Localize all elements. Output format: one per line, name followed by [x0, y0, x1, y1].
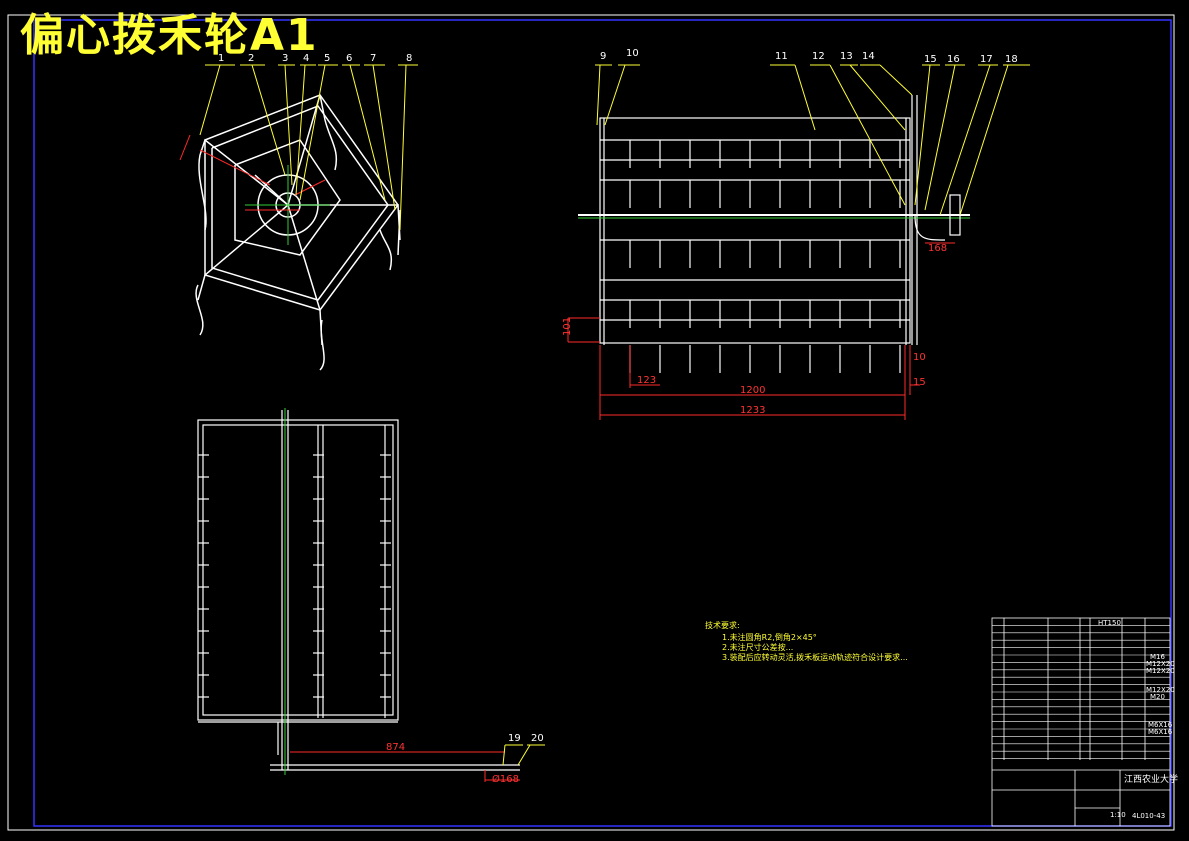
- dim-168: 168: [928, 243, 947, 254]
- dim-101: 101: [562, 317, 573, 336]
- front-view: [599, 95, 918, 345]
- balloon-18: 18: [1005, 54, 1018, 65]
- dim-123: 123: [637, 375, 656, 386]
- outer-border: [7, 14, 1175, 831]
- balloon-12: 12: [812, 51, 825, 62]
- balloon-7: 7: [370, 53, 376, 64]
- dim-1200: 1200: [740, 385, 765, 396]
- dim-10: 10: [913, 352, 926, 363]
- title-drawing-no: 4L010-43: [1132, 812, 1165, 820]
- title-block: [991, 617, 1171, 827]
- balloon-14: 14: [862, 51, 875, 62]
- bom-spec-4: M12X20: [1146, 686, 1175, 694]
- balloon-16: 16: [947, 54, 960, 65]
- bom-spec-5: M20: [1150, 693, 1165, 701]
- balloon-6: 6: [346, 53, 352, 64]
- balloon-20: 20: [531, 733, 544, 744]
- side-leaders: [199, 64, 418, 231]
- balloon-17: 17: [980, 54, 993, 65]
- bom-spec-3: M12X20: [1146, 667, 1175, 675]
- balloon-19: 19: [508, 733, 521, 744]
- front-dims: [567, 242, 955, 420]
- balloon-4: 4: [303, 53, 309, 64]
- dim-1233: 1233: [740, 405, 765, 416]
- notes-line3: 3.装配后应转动灵活,拨禾板运动轨迹符合设计要求...: [722, 652, 908, 662]
- drawing-title: 偏心拨禾轮A1: [20, 10, 319, 61]
- bom-material: HT150: [1098, 619, 1121, 627]
- balloon-5: 5: [324, 53, 330, 64]
- notes-line1: 1.未注圆角R2,倒角2×45°: [722, 632, 817, 642]
- notes-heading: 技术要求:: [705, 620, 740, 630]
- bom-spec-2: M12X20: [1146, 660, 1175, 668]
- front-leaders: [595, 64, 1030, 216]
- plan-view: [197, 410, 520, 771]
- title-scale: 1:10: [1110, 811, 1126, 819]
- dim-dia-168: Ø168: [492, 773, 519, 785]
- bom-spec-6: M6X16: [1148, 721, 1173, 729]
- side-balloon-labels: 1 2 3 4 5 6 7 8: [218, 53, 412, 64]
- side-dims: [179, 134, 326, 211]
- balloon-1: 1: [218, 53, 224, 64]
- side-centerlines: [245, 165, 330, 245]
- title-school: 江西农业大学: [1124, 773, 1178, 785]
- bom-spec-7: M6X16: [1148, 728, 1173, 736]
- balloon-3: 3: [282, 53, 288, 64]
- front-balloon-labels: 9 10 11 12 13 14 15 16 17 18: [600, 48, 1018, 65]
- bom-spec-1: M16: [1150, 653, 1165, 661]
- balloon-13: 13: [840, 51, 853, 62]
- balloon-11: 11: [775, 51, 788, 62]
- balloon-2: 2: [248, 53, 254, 64]
- inner-frame: [33, 19, 1172, 827]
- plan-dims: [290, 751, 520, 782]
- bom-rows: [992, 625, 1170, 759]
- balloon-8: 8: [406, 53, 412, 64]
- balloon-15: 15: [924, 54, 937, 65]
- balloon-9: 9: [600, 51, 606, 62]
- plan-tines: [198, 454, 391, 698]
- tech-notes: 技术要求: 1.未注圆角R2,倒角2×45° 2.未注尺寸公差按... 3.装配…: [705, 620, 908, 662]
- dim-874: 874: [386, 742, 405, 753]
- plan-leaders: [502, 744, 545, 766]
- side-view: [195, 94, 401, 371]
- dim-15: 15: [913, 377, 926, 388]
- balloon-10: 10: [626, 48, 639, 59]
- notes-line2: 2.未注尺寸公差按...: [722, 642, 793, 652]
- front-tines: [629, 140, 901, 373]
